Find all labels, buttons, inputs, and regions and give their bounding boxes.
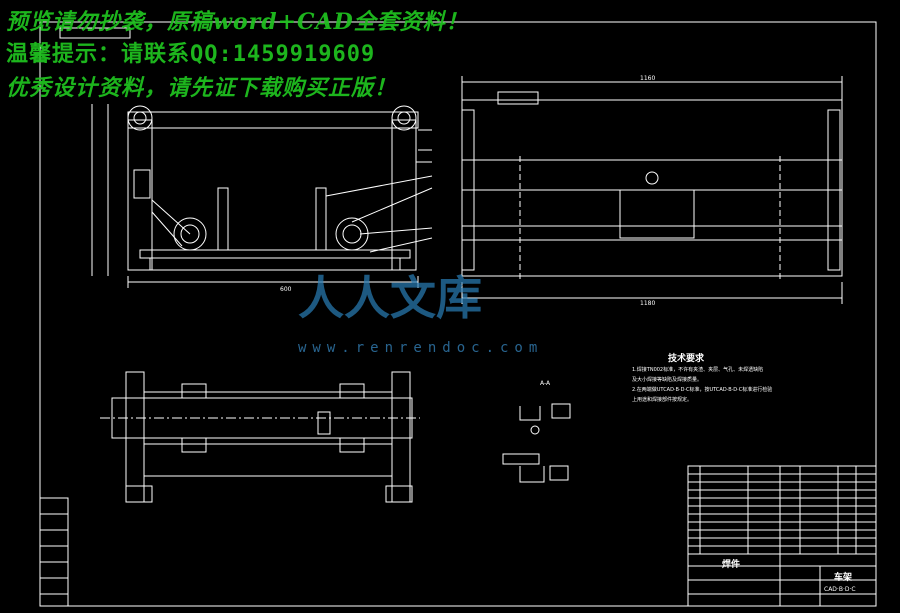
dim-top-right: 1160 <box>640 75 656 82</box>
technical-note-4: 上用途和焊接部件按规定。 <box>632 397 693 403</box>
title-block-drawing-no: CAD·B·D·C <box>824 586 856 593</box>
technical-note-2: 及大小焊接等缺陷及焊接质量。 <box>632 377 703 383</box>
technical-requirements-title: 技术要求 <box>668 354 705 364</box>
section-label: A-A <box>540 380 551 387</box>
logo-mark: 人人文库 <box>298 271 482 325</box>
dim-bottom-right: 1180 <box>640 300 656 307</box>
watermark-line-1: 预览请勿抄袭，原稿word+CAD全套资料！ <box>6 9 469 35</box>
dim-bottom-left: 600 <box>280 286 292 293</box>
logo-url: www.renrendoc.com <box>298 340 544 356</box>
watermark-line-3: 优秀设计资料，请先证下载购买正版！ <box>6 75 398 101</box>
title-block-part-name: 焊件 <box>722 560 741 570</box>
watermark-line-2: 温馨提示：请联系QQ:1459919609 <box>6 42 376 67</box>
technical-note-3: 2.在两端做UTCAD·B·D·C标准，按UTCAD·B·D·C标准进行检验 <box>632 387 773 393</box>
title-block-product: 车架 <box>834 573 853 583</box>
technical-note-1: 1.焊接TN002标准，不许有夹渣、夹层、气孔、未焊透缺陷 <box>632 367 764 373</box>
